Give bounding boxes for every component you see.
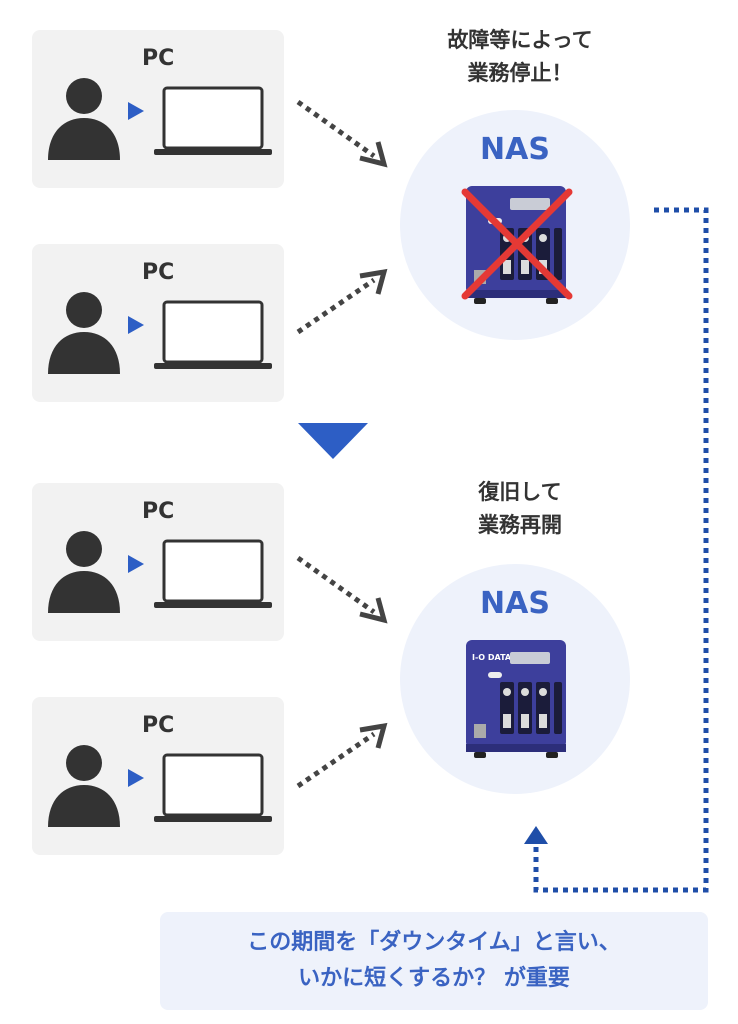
- failure-cross-icon: [461, 188, 573, 300]
- nas-failed: NAS: [400, 110, 630, 340]
- play-arrow-icon: [128, 769, 144, 787]
- downtime-note-line1: この期間を「ダウンタイム」と言い、: [247, 930, 621, 955]
- play-arrow-icon: [128, 316, 144, 334]
- dotted-arrow-down-right: [296, 99, 388, 168]
- pc-label: PC: [142, 713, 175, 738]
- pc-label: PC: [142, 499, 175, 524]
- nas-recovered: NAS I-O DATA: [400, 564, 630, 794]
- person-icon: [48, 78, 120, 160]
- caption-stopped: 故障等によって 業務停止！: [410, 24, 630, 90]
- downtime-note-box: この期間を「ダウンタイム」と言い、 いかに短くするか？ が重要: [160, 912, 708, 1010]
- play-arrow-icon: [128, 555, 144, 573]
- person-icon: [48, 745, 120, 827]
- nas-brand-logo: I-O DATA: [472, 653, 512, 662]
- laptop-icon: [154, 300, 272, 369]
- laptop-icon: [154, 539, 272, 608]
- downtime-connector-arrow: [524, 207, 709, 893]
- downtime-note-line2: いかに短くするか？ が重要: [298, 966, 570, 991]
- dotted-arrow-up-right: [296, 268, 388, 335]
- nas-label: NAS: [480, 586, 550, 621]
- laptop-icon: [154, 753, 272, 822]
- dotted-arrow-up-right: [296, 722, 388, 789]
- dotted-arrow-down-right: [296, 555, 388, 624]
- person-icon: [48, 531, 120, 613]
- nas-label: NAS: [480, 132, 550, 167]
- caption-recovered-line2: 業務再開: [478, 513, 562, 537]
- person-icon: [48, 292, 120, 374]
- laptop-icon: [154, 86, 272, 155]
- caption-stopped-line1: 故障等によって: [447, 28, 593, 52]
- nas-device-icon: I-O DATA: [466, 640, 566, 758]
- pc-label: PC: [142, 260, 175, 285]
- caption-recovered-line1: 復旧して: [478, 480, 562, 504]
- pc-card-4: PC: [32, 697, 284, 855]
- pc-card-3: PC: [32, 483, 284, 641]
- pc-card-2: PC: [32, 244, 284, 402]
- caption-recovered: 復旧して 業務再開: [410, 476, 630, 542]
- pc-card-1: PC: [32, 30, 284, 188]
- play-arrow-icon: [128, 102, 144, 120]
- pc-label: PC: [142, 46, 175, 71]
- transition-triangle-icon: [298, 423, 368, 459]
- caption-stopped-line2: 業務停止！: [467, 61, 573, 85]
